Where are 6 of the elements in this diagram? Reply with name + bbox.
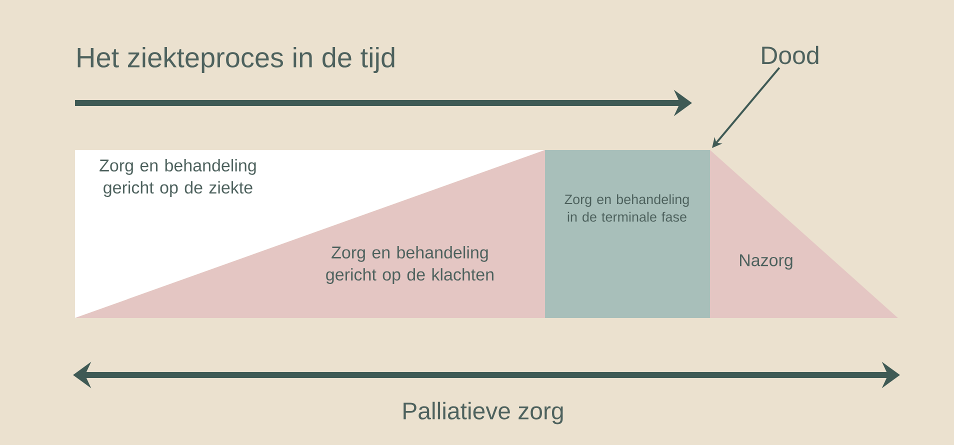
care-region: Nazorg [710,150,898,318]
title: Het ziekteproces in de tijd [78,46,394,74]
text-label: Dood [762,46,818,64]
axis-label: Palliatieve zorg [404,402,563,424]
care-region: Zorg en behandeling gericht op de klachten [326,246,494,284]
care-region: Zorg en behandeling in de terminale fase [545,150,710,318]
